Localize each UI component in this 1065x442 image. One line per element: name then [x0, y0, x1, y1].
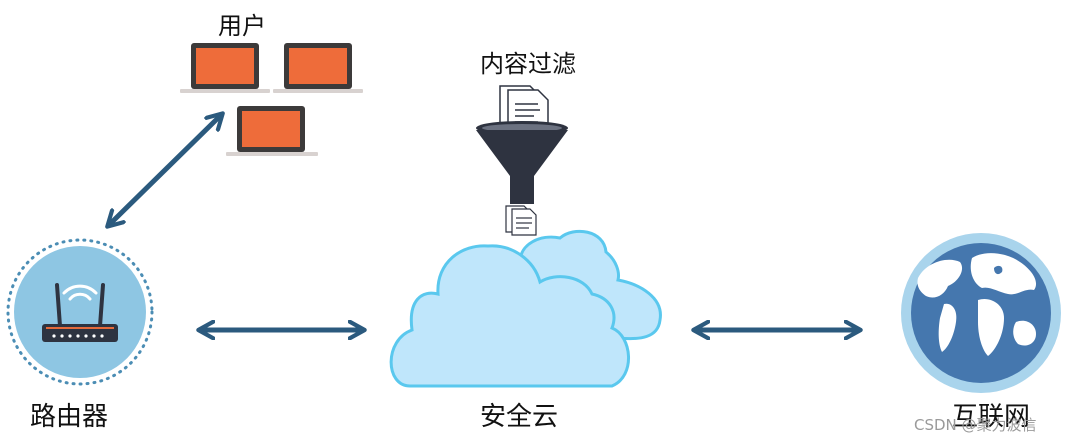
router-label: 路由器	[30, 402, 108, 432]
laptop-icon	[180, 43, 270, 93]
content-filter-label: 内容过滤	[480, 50, 576, 78]
security-cloud-label: 安全云	[480, 402, 558, 432]
laptop-icon	[226, 106, 318, 156]
double-arrow-icon	[112, 118, 218, 222]
router-group: 路由器	[6, 238, 154, 432]
globe-icon	[901, 233, 1061, 393]
funnel-icon	[476, 121, 568, 204]
document-icon	[505, 205, 537, 236]
users-label: 用户	[218, 12, 266, 40]
cloud-icon	[389, 229, 662, 388]
internet-label: 互联网	[952, 402, 1030, 432]
watermark-text: CSDN @聚力波信	[914, 416, 1037, 434]
users-group: 用户	[180, 12, 363, 156]
content-filter-group: 内容过滤	[476, 50, 576, 236]
router-icon	[42, 283, 118, 342]
laptop-icon	[273, 43, 363, 93]
